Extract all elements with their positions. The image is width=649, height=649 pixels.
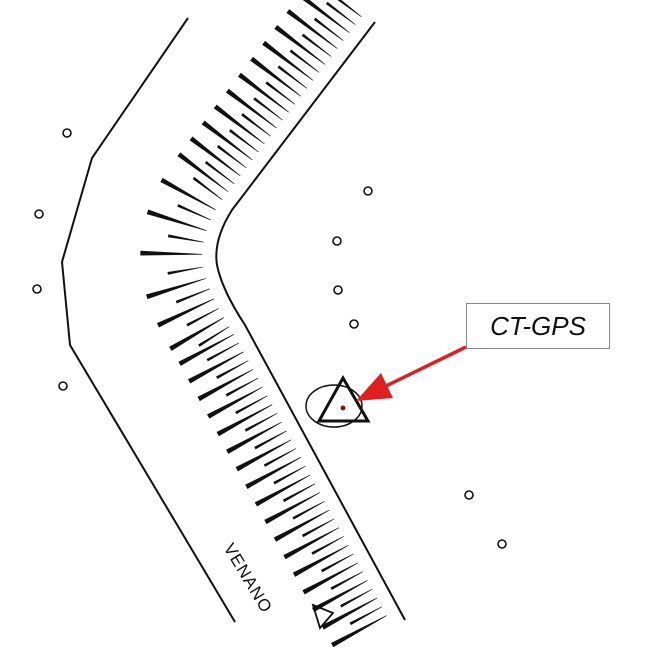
- hachure-mark: [237, 72, 289, 113]
- hachure-mark: [187, 351, 244, 384]
- hachure-mark: [283, 527, 340, 560]
- hachure-mark: [201, 120, 253, 161]
- hachure-mark: [330, 571, 363, 590]
- hachure-mark: [140, 250, 203, 256]
- hachure-mark: [225, 88, 277, 129]
- hachure-mark: [213, 104, 265, 145]
- hachure-mark: [226, 421, 282, 454]
- hachure-mark: [286, 9, 338, 49]
- hachure-mark: [292, 500, 325, 520]
- hachure-mark: [263, 448, 297, 467]
- hachure-mark: [349, 606, 383, 626]
- survey-point: [333, 285, 343, 295]
- hachure-mark: [235, 439, 292, 472]
- hachure-mark: [254, 474, 311, 507]
- survey-point: [497, 539, 507, 549]
- hachure-mark: [311, 580, 368, 613]
- hachure-mark: [253, 97, 283, 121]
- pointer-arrow-icon: [356, 345, 467, 401]
- hachure-mark: [175, 288, 210, 304]
- hachure-mark: [289, 49, 320, 73]
- hachure-mark: [302, 562, 359, 595]
- hachure-mark: [198, 326, 230, 347]
- hachure-mark: [302, 0, 350, 33]
- hachure-mark: [225, 377, 259, 397]
- hachure-mark: [146, 209, 207, 231]
- hachure-mark: [321, 597, 378, 630]
- hachure-mark: [337, 0, 362, 17]
- embankment-edge: [215, 21, 406, 621]
- hachure-mark: [177, 152, 229, 193]
- hachure-mark: [320, 553, 354, 573]
- survey-point: [332, 236, 342, 246]
- hachure-mark: [254, 430, 287, 450]
- survey-points: [32, 128, 507, 549]
- station-center-dot: [340, 405, 346, 411]
- survey-point: [363, 186, 373, 196]
- hachure-mark: [177, 204, 211, 221]
- hachure-mark: [241, 113, 271, 137]
- hachure-mark: [277, 65, 308, 89]
- hachure-mark: [301, 33, 332, 57]
- road-edge-left: [60, 17, 236, 623]
- hachure-mark: [167, 234, 204, 243]
- hachure-mark: [292, 544, 349, 577]
- hachure-mark: [245, 457, 301, 489]
- survey-point: [349, 319, 359, 329]
- station-label: CT-GPS: [466, 303, 610, 349]
- survey-point: [62, 128, 72, 138]
- hachure-mark: [235, 395, 268, 415]
- hachure-mark: [167, 266, 204, 275]
- survey-point: [464, 490, 474, 500]
- hachure-mark: [264, 492, 321, 525]
- hachure-mark: [340, 588, 373, 608]
- hachure-mark: [331, 615, 387, 648]
- survey-point: [58, 381, 68, 391]
- hachure-mark: [216, 360, 249, 380]
- hachure-mark: [197, 369, 254, 402]
- hachure-mark: [250, 56, 302, 97]
- hachure-mark: [169, 317, 225, 351]
- hachure-mark: [206, 342, 239, 362]
- hachure-mark: [146, 278, 207, 300]
- gps-station[interactable]: [305, 374, 371, 428]
- hachure-mark: [274, 25, 326, 65]
- hachure-mark: [301, 518, 335, 538]
- hachure-mark: [229, 129, 259, 153]
- hachure-mark: [265, 81, 296, 105]
- station-triangle-icon: [316, 374, 371, 423]
- survey-point: [34, 209, 44, 219]
- hachure-mark: [186, 308, 219, 327]
- hachure-mark: [178, 333, 235, 366]
- hachure-mark: [262, 40, 314, 81]
- slope-hachures: [140, 0, 387, 648]
- hachure-mark: [160, 177, 216, 211]
- hachure-mark: [273, 509, 330, 542]
- hachure-mark: [189, 136, 241, 177]
- hachure-mark: [313, 17, 344, 41]
- survey-point: [32, 284, 42, 294]
- hachure-mark: [311, 536, 344, 555]
- hachure-mark: [282, 483, 316, 503]
- hachure-mark: [325, 1, 356, 25]
- hachure-mark: [192, 176, 223, 201]
- hachure-mark: [244, 413, 278, 432]
- hachure-mark: [273, 465, 306, 485]
- hachure-mark: [216, 404, 273, 437]
- direction-triangle-icon: [311, 603, 335, 630]
- hachure-mark: [204, 160, 235, 185]
- hachure-mark: [216, 145, 247, 169]
- hachure-mark: [207, 386, 263, 419]
- hachure-mark: [156, 298, 215, 328]
